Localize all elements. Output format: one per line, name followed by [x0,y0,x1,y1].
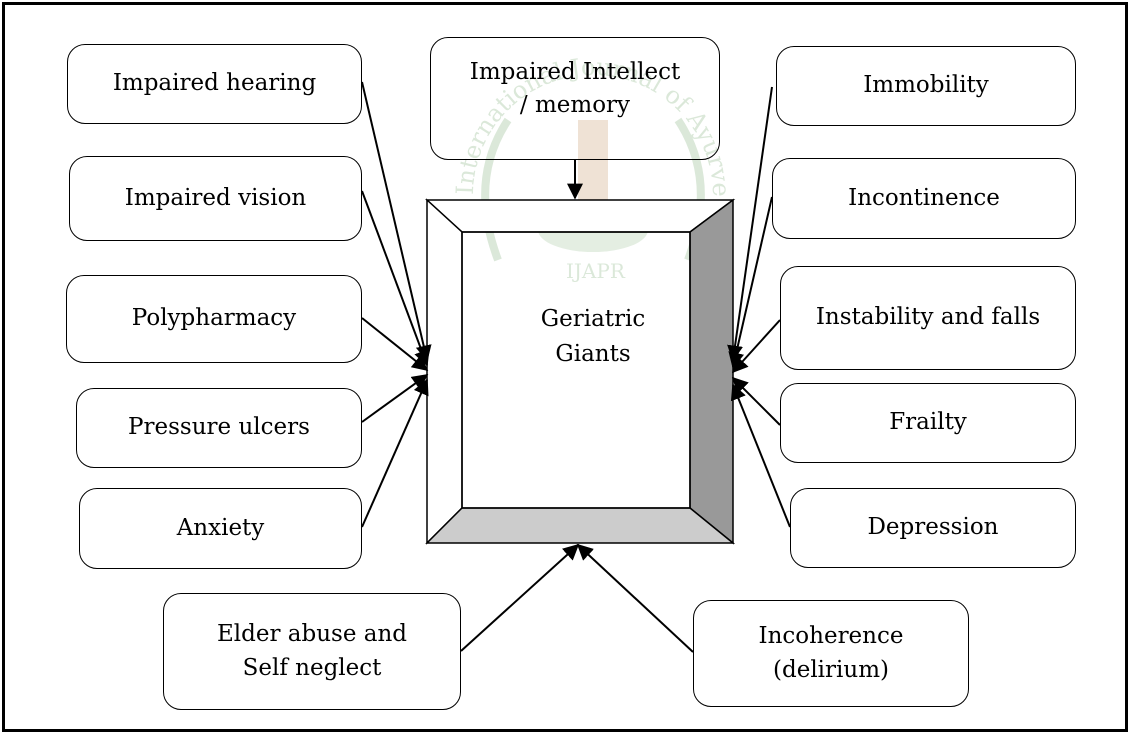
instability-falls-label: Instability and falls [815,304,1041,331]
incontinence-box: Incontinence [772,158,1076,239]
incontinence-label: Incontinence [848,184,1000,211]
arrow-incoherence [576,543,694,653]
incoherence-box: Incoherence (delirium) [693,600,969,707]
arrow-impaired-hearing [361,81,432,362]
impaired-hearing-label: Impaired hearing [112,70,317,97]
impaired-vision-box: Impaired vision [69,156,362,241]
arrow-polypharmacy [361,317,429,371]
impaired-hearing-box: Impaired hearing [67,44,362,124]
pressure-ulcers-box: Pressure ulcers [76,388,362,468]
immobility-label: Immobility [863,72,989,99]
depression-label: Depression [867,514,999,541]
arrow-impaired-vision [361,190,430,367]
polypharmacy-label: Polypharmacy [131,305,297,332]
impaired-vision-label: Impaired vision [124,184,307,211]
arrow-elder-abuse [460,543,580,652]
arrow-instability-falls [731,319,781,374]
pressure-ulcers-label: Pressure ulcers [128,414,310,441]
anxiety-label: Anxiety [176,514,265,541]
frame-inner-panel [461,231,691,509]
arrow-immobility [727,86,773,362]
arrow-depression [730,383,791,528]
elder-abuse-box: Elder abuse and Self neglect [163,593,461,710]
incoherence-label: Incoherence (delirium) [758,623,904,683]
frailty-box: Frailty [780,383,1076,463]
elder-abuse-label: Elder abuse and Self neglect [216,621,407,681]
arrow-pressure-ulcers [361,374,429,423]
impaired-intellect-box: Impaired Intellect / memory [430,37,720,160]
arrow-anxiety [361,378,429,528]
arrow-incontinence [728,196,773,369]
immobility-box: Immobility [776,46,1076,126]
instability-falls-box: Instability and falls [780,266,1076,370]
svg-text:IJAPR: IJAPR [566,259,626,283]
frailty-label: Frailty [889,409,967,436]
polypharmacy-box: Polypharmacy [66,275,362,363]
impaired-intellect-label: Impaired Intellect / memory [469,59,681,119]
depression-box: Depression [790,488,1076,568]
center-label: Geriatric Giants [540,306,646,367]
anxiety-box: Anxiety [79,488,362,569]
